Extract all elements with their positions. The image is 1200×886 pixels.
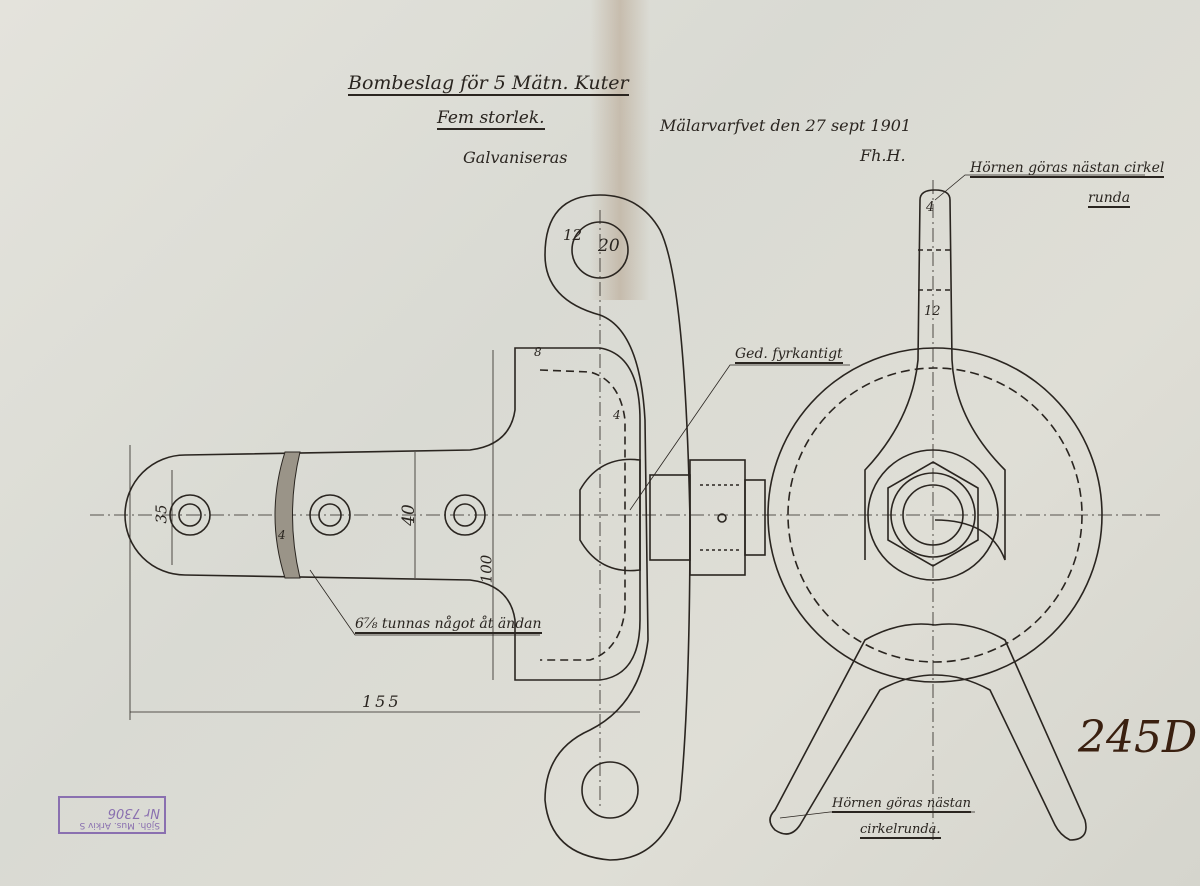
dim-top-thickness: 8 [534, 345, 542, 359]
dim-arm-width: 35 [152, 504, 171, 524]
note-top-right-1: Hörnen göras nästan cirkel [970, 160, 1165, 178]
note-taper: 6⅞ tunnas något åt ändan [355, 616, 542, 634]
stamp-line-1: Sjöh. Mus. Arkiv S [79, 820, 161, 830]
archive-number: 245D [1078, 712, 1198, 763]
center-lines [90, 180, 1160, 840]
dim-length: 155 [362, 692, 402, 711]
dim-hole-dia: 20 [598, 236, 620, 256]
signature: Fh.H. [860, 146, 906, 165]
dim-taper-mark: 4 [278, 528, 286, 542]
dim-hole-wall: 12 [563, 226, 583, 244]
note-square: Ged. fyrkantigt [735, 346, 843, 364]
note-top-right-2: runda [1088, 190, 1131, 208]
origin-date: Mälarvarfvet den 27 sept 1901 [660, 116, 912, 135]
note-bottom-1: Hörnen göras nästan [832, 796, 972, 813]
dim-mid-width: 40 [398, 504, 419, 526]
dim-end-width: 4 [926, 200, 935, 215]
note-bottom-2: cirkelrunda. [860, 822, 941, 839]
dim-flange: 4 [613, 408, 621, 422]
bracket-side-view [124, 194, 766, 861]
dim-height: 100 [477, 554, 496, 584]
archive-stamp: Sjöh. Mus. Arkiv S Nr 7306 [58, 796, 166, 834]
dimension-lines [129, 174, 1145, 819]
drawing-subtitle: Fem storlek. [437, 108, 545, 130]
bracket-front-view [767, 189, 1103, 841]
dim-stem-width: 12 [924, 304, 941, 319]
stamp-line-2: Nr 7306 [107, 805, 160, 820]
finish-note: Galvaniseras [463, 148, 568, 167]
drawing-title: Bombeslag för 5 Mätn. Kuter [348, 72, 629, 96]
water-stain [590, 0, 650, 300]
